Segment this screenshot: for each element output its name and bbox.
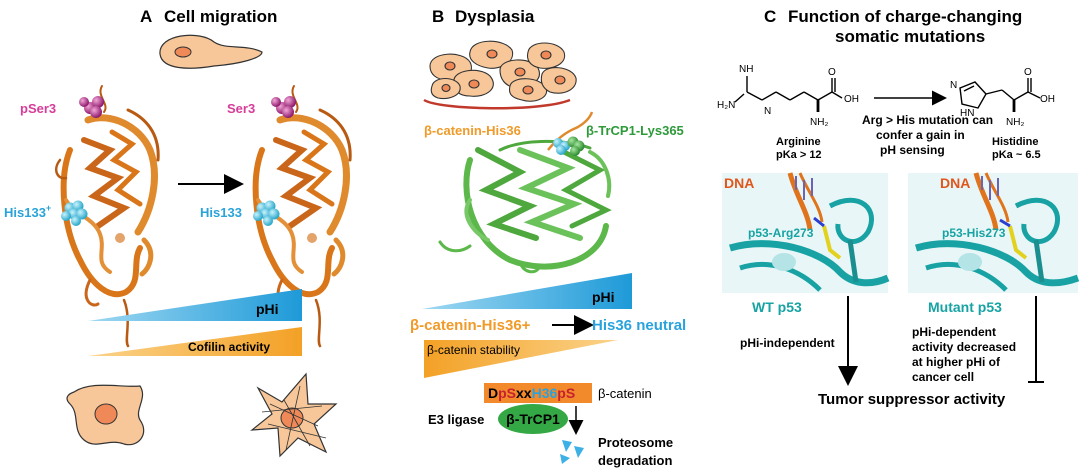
dna-label-wt: DNA: [724, 175, 754, 191]
bcatenin-stability-wedge: [424, 340, 618, 378]
his36-neutral-label: His36 neutral: [592, 317, 686, 334]
his133-sphere-right: [253, 200, 280, 226]
panel-a: A Cell migration: [4, 7, 352, 458]
lys365-sphere: [567, 136, 585, 156]
dna-label-mut: DNA: [940, 175, 970, 191]
p53-his273-label: p53-His273: [942, 226, 1006, 240]
panel-a-title: Cell migration: [164, 7, 277, 26]
his-hn-text: HN: [960, 108, 974, 119]
arg-nh2-text: NH₂: [810, 117, 828, 128]
wt-p53-structure: [722, 172, 890, 293]
his133-charged-label: His133+: [4, 203, 51, 220]
mutant-p53-label: Mutant p53: [928, 299, 1002, 315]
cell-rounded: [66, 384, 145, 446]
degron-motif-text: DpSxxH36pS: [488, 385, 575, 401]
mutation-text-line1: Arg > His mutation can: [862, 113, 993, 127]
wt-p53-label: WT p53: [752, 299, 802, 315]
proteosome-label: Proteosome: [598, 435, 673, 450]
mutant-effect-line2: activity decreased: [912, 340, 1016, 354]
cofilin-activity-wedge: [88, 327, 302, 356]
cofilin-activity-label: Cofilin activity: [188, 340, 270, 354]
histidine-pka: pKa ~ 6.5: [992, 149, 1041, 161]
mutation-text-line2: confer a gain in: [876, 128, 965, 142]
btrcp1-protein: [438, 140, 612, 274]
panel-b-title: Dysplasia: [455, 7, 535, 26]
wt-effect-label: pHi-independent: [740, 336, 835, 350]
tumor-suppressor-label: Tumor suppressor activity: [818, 391, 1006, 408]
panel-c-letter: C: [764, 7, 776, 26]
mutation-text-line3: pH sensing: [880, 143, 945, 157]
his36-sphere: [553, 138, 570, 155]
panel-b: B Dysplasia: [410, 7, 686, 468]
proteasome-fragments-icon: [560, 440, 584, 464]
his-nh2-text: NH₂: [1006, 117, 1024, 128]
arginine-structure: [734, 76, 843, 112]
arg-oh-text: OH: [844, 94, 859, 105]
p53-arg273-label: p53-Arg273: [748, 226, 814, 240]
bcatenin-stability-label: β-catenin stability: [427, 343, 520, 357]
cell-spread-with-actin: [250, 372, 338, 458]
mutant-p53-structure: [908, 172, 1080, 293]
his133-sphere-left: [61, 200, 88, 226]
panel-c-title-line1: Function of charge-changing: [788, 7, 1022, 26]
mutant-effect-line4: cancer cell: [912, 370, 974, 384]
histidine-structure: [959, 78, 1041, 112]
e3-ligase-label: E3 ligase: [428, 412, 484, 427]
his133-neutral-label: His133: [200, 205, 242, 220]
ser3-sphere: [271, 96, 296, 118]
phi-label-a: pHi: [256, 301, 279, 317]
panel-b-letter: B: [432, 7, 444, 26]
phi-gradient-wedge-b: [422, 273, 632, 309]
ser3-label: Ser3: [227, 101, 255, 116]
arg-o-text: O: [828, 67, 836, 78]
degron-motif-box: [484, 383, 592, 403]
migrating-cell-top: [159, 34, 263, 69]
his-n-text: N: [950, 80, 957, 91]
phi-gradient-wedge-a: [88, 289, 302, 321]
arg-nh-text: NH: [739, 64, 753, 75]
histidine-name: Histidine: [992, 136, 1038, 148]
panel-c: C Function of charge-changing somatic mu…: [717, 7, 1080, 408]
his-o-text: O: [1024, 67, 1032, 78]
arginine-pka: pKa > 12: [776, 149, 822, 161]
degradation-label: degradation: [598, 453, 672, 468]
arginine-name: Arginine: [776, 136, 821, 148]
bcatenin-his36-plus-label: β-catenin-His36+: [410, 317, 531, 334]
btrcp1-ellipse: [498, 404, 568, 434]
dysplastic-cell-cluster: [423, 40, 577, 110]
phi-label-b: pHi: [592, 289, 615, 305]
btrcp1-lys365-label: β-TrCP1-Lys365: [586, 123, 684, 138]
motif-bcatenin-label: β-catenin: [598, 386, 652, 401]
his-oh-text: OH: [1040, 94, 1055, 105]
pser3-label: pSer3: [20, 101, 56, 116]
arg-h2n-text: H₂N: [717, 100, 735, 111]
btrcp1-ellipse-label: β-TrCP1: [506, 411, 560, 427]
phospho-ser3-sphere: [79, 96, 104, 118]
mutant-effect-line1: pHi-dependent: [912, 325, 996, 339]
panel-a-letter: A: [140, 7, 152, 26]
mutant-effect-line3: at higher pHi of: [912, 355, 1001, 369]
panel-c-title-line2: somatic mutations: [835, 27, 985, 46]
arg-n-text: N: [764, 106, 771, 117]
bcatenin-his36-label: β-catenin-His36: [424, 123, 521, 138]
